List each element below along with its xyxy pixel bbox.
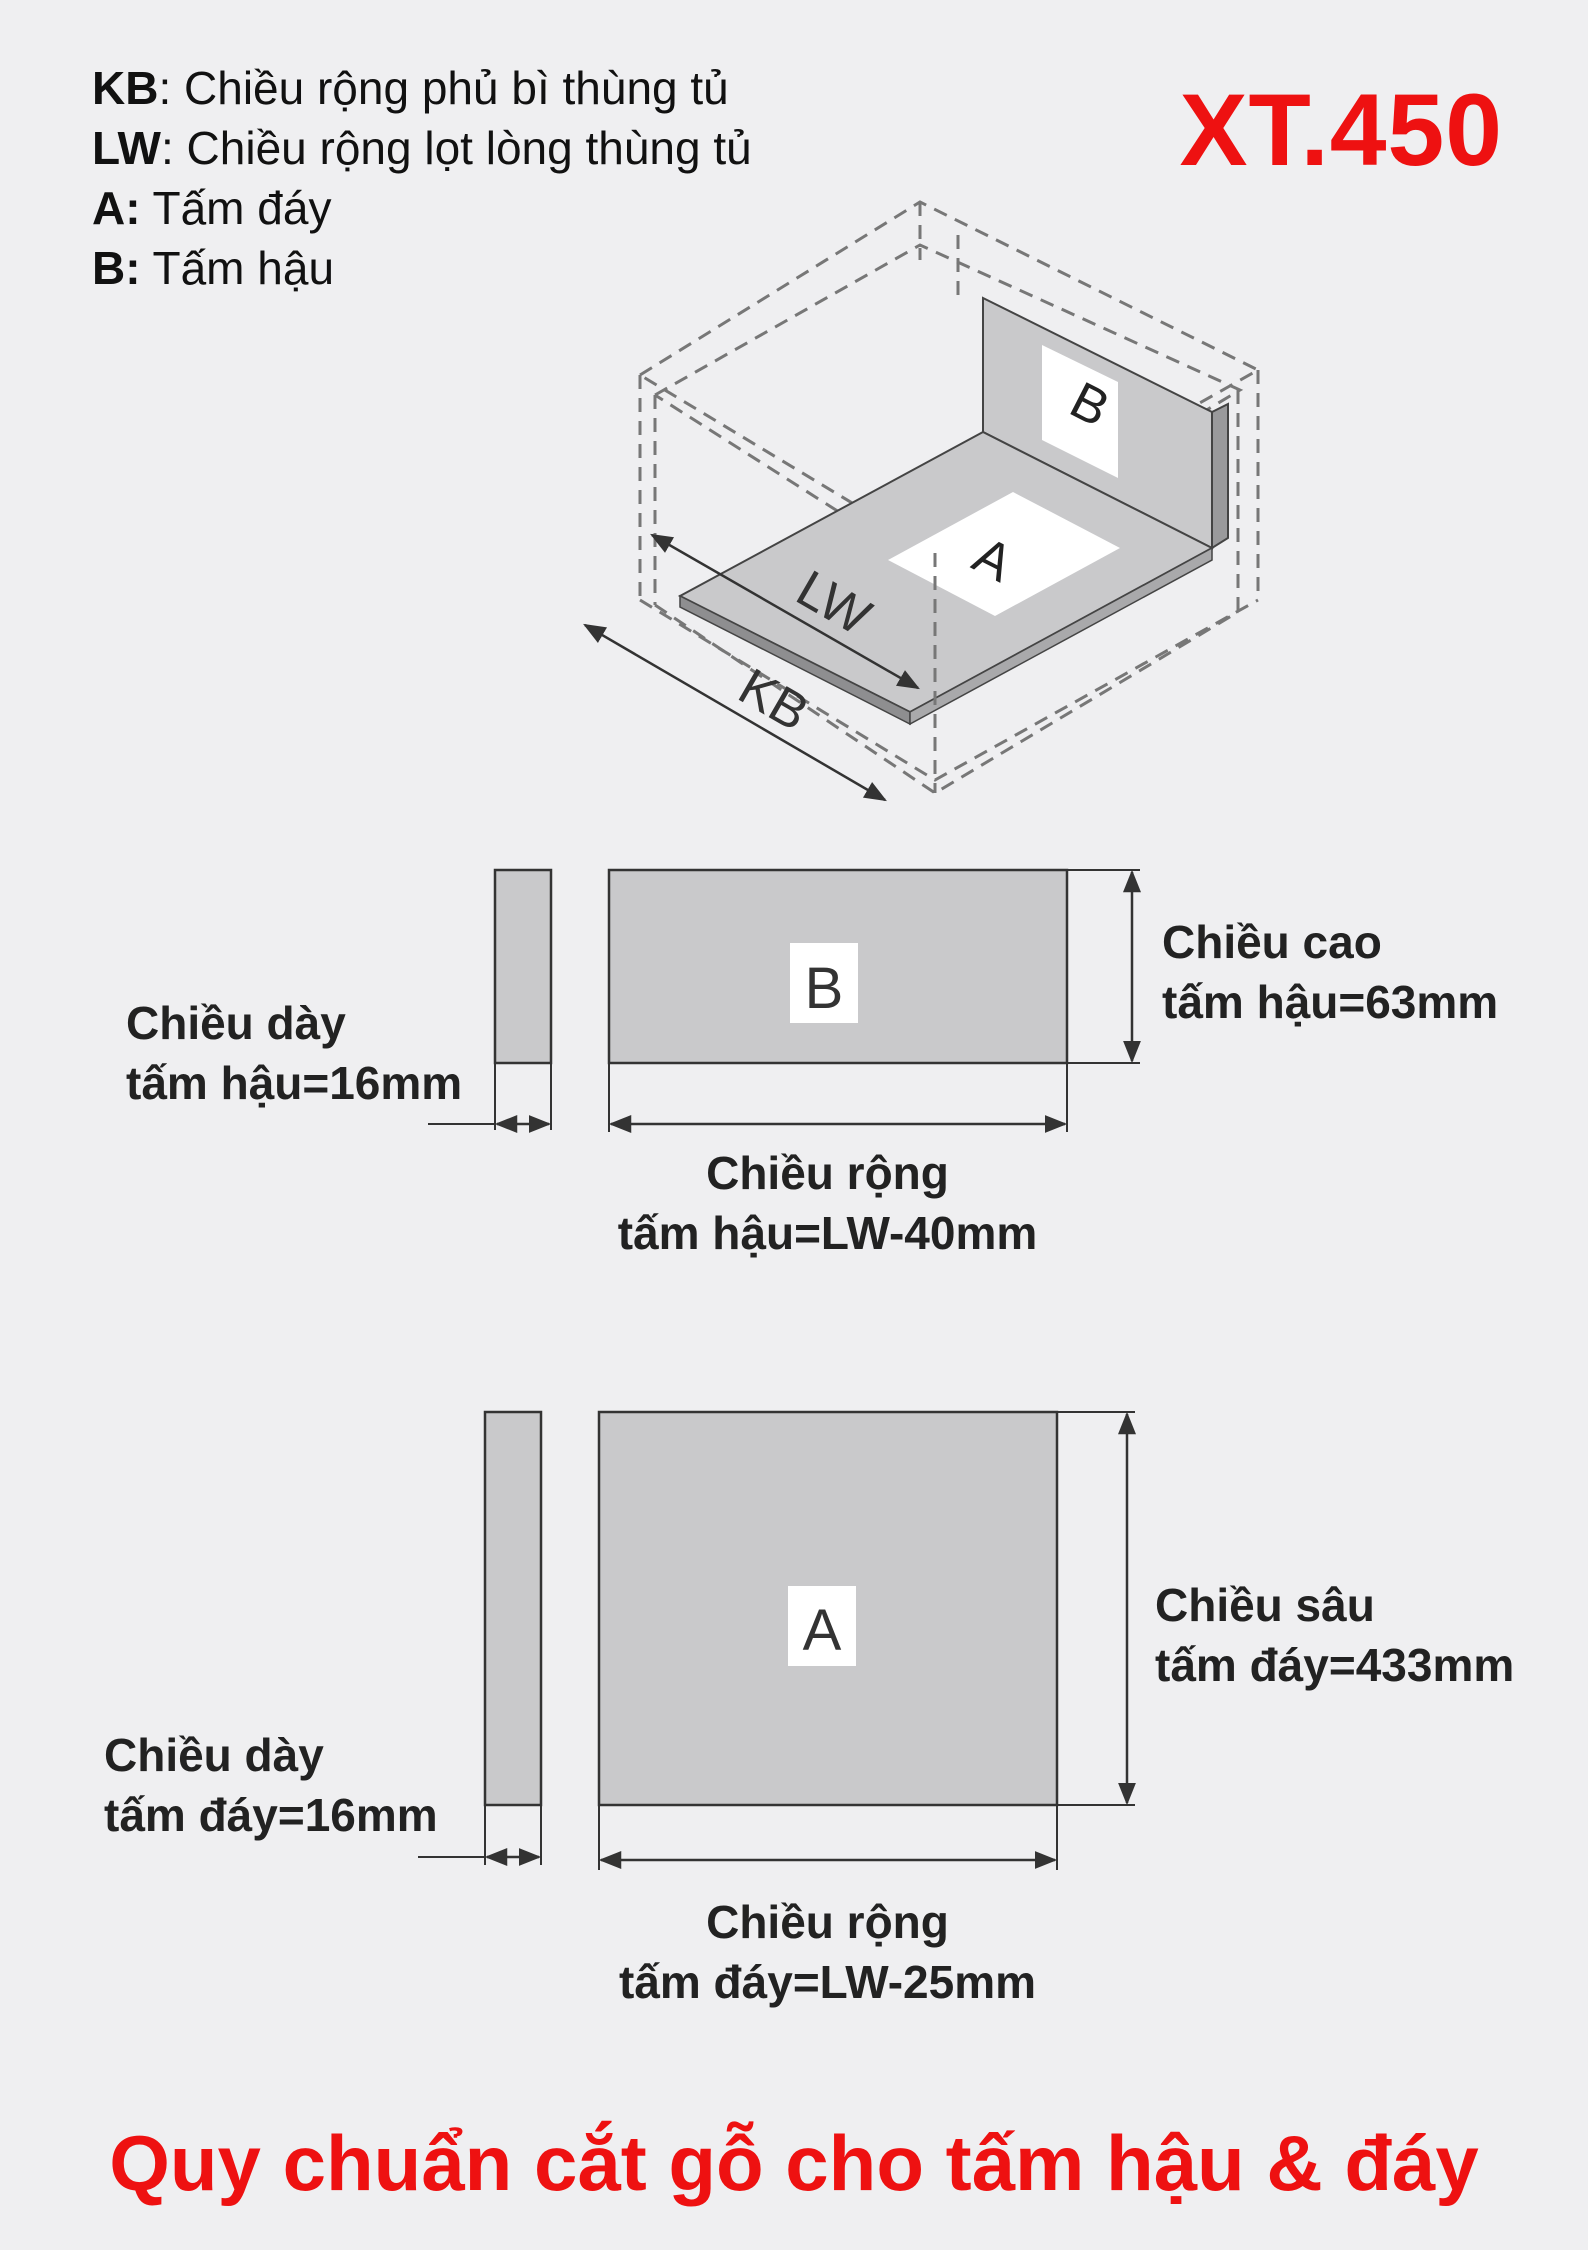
footer-title: Quy chuẩn cắt gỗ cho tấm hậu & đáy	[109, 2119, 1479, 2207]
legend-row-a: A: Tấm đáy	[92, 178, 752, 238]
iso-label-b-box	[1042, 345, 1118, 478]
legend-text: : Chiều rộng phủ bì thùng tủ	[158, 62, 729, 114]
label-line: tấm đáy=16mm	[104, 1789, 438, 1841]
label-line: tấm hậu=16mm	[126, 1057, 463, 1109]
legend-text: Tấm hậu	[140, 242, 335, 294]
legend: KB: Chiều rộng phủ bì thùng tủ LW: Chiều…	[92, 58, 752, 298]
label-line: tấm hậu=LW-40mm	[617, 1207, 1038, 1259]
panel-b-thickness-label: Chiều dày tấm hậu=16mm	[126, 993, 462, 1113]
kb-dimension-line	[583, 623, 887, 802]
legend-text: Tấm đáy	[140, 182, 332, 234]
panel-b-height-label: Chiều cao tấm hậu=63mm	[1162, 912, 1498, 1032]
panel-a-letter-box	[788, 1586, 856, 1666]
panel-a-width-label: Chiều rộng tấm đáy=LW-25mm	[560, 1892, 1095, 2012]
legend-row-lw: LW: Chiều rộng lọt lòng thùng tủ	[92, 118, 752, 178]
label-line: Chiều cao	[1162, 916, 1382, 968]
label-line: Chiều rộng	[706, 1147, 949, 1199]
label-line: tấm đáy=LW-25mm	[618, 1956, 1037, 2008]
legend-row-kb: KB: Chiều rộng phủ bì thùng tủ	[92, 58, 752, 118]
panel-a-side-view	[483, 1410, 543, 1807]
panel-a-thickness-label: Chiều dày tấm đáy=16mm	[104, 1725, 438, 1845]
legend-text: : Chiều rộng lọt lòng thùng tủ	[160, 122, 752, 174]
panel-a-depth-label: Chiều sâu tấm đáy=433mm	[1155, 1575, 1514, 1695]
isometric-cabinet: B A LW KB	[583, 200, 1262, 802]
iso-label-a-box	[888, 492, 1120, 616]
iso-bottom-side-edge	[909, 546, 1213, 726]
label-line: Chiều rộng	[706, 1896, 949, 1948]
legend-key: KB	[92, 62, 159, 114]
panel-b-width-label: Chiều rộng tấm hậu=LW-40mm	[560, 1143, 1095, 1263]
legend-key: LW	[92, 122, 161, 174]
legend-key: B:	[92, 242, 141, 294]
panel-a-letter: A	[803, 1598, 842, 1663]
label-line: Chiều dày	[126, 997, 346, 1049]
panel-b-drawing: B	[428, 868, 1141, 1133]
model-code: XT.450	[1179, 73, 1503, 187]
panel-a-drawing: A	[418, 1410, 1136, 1870]
legend-row-b: B: Tấm hậu	[92, 238, 752, 298]
label-line: tấm hậu=63mm	[1162, 976, 1499, 1028]
panel-b-letter: B	[805, 956, 844, 1021]
iso-back-panel-edge	[1211, 402, 1229, 550]
label-line: tấm đáy=433mm	[1155, 1639, 1515, 1691]
label-line: Chiều dày	[104, 1729, 324, 1781]
panel-b-letter-box	[790, 943, 858, 1023]
panel-b-side-view	[493, 868, 553, 1065]
legend-key: A:	[92, 182, 141, 234]
label-line: Chiều sâu	[1155, 1579, 1375, 1631]
